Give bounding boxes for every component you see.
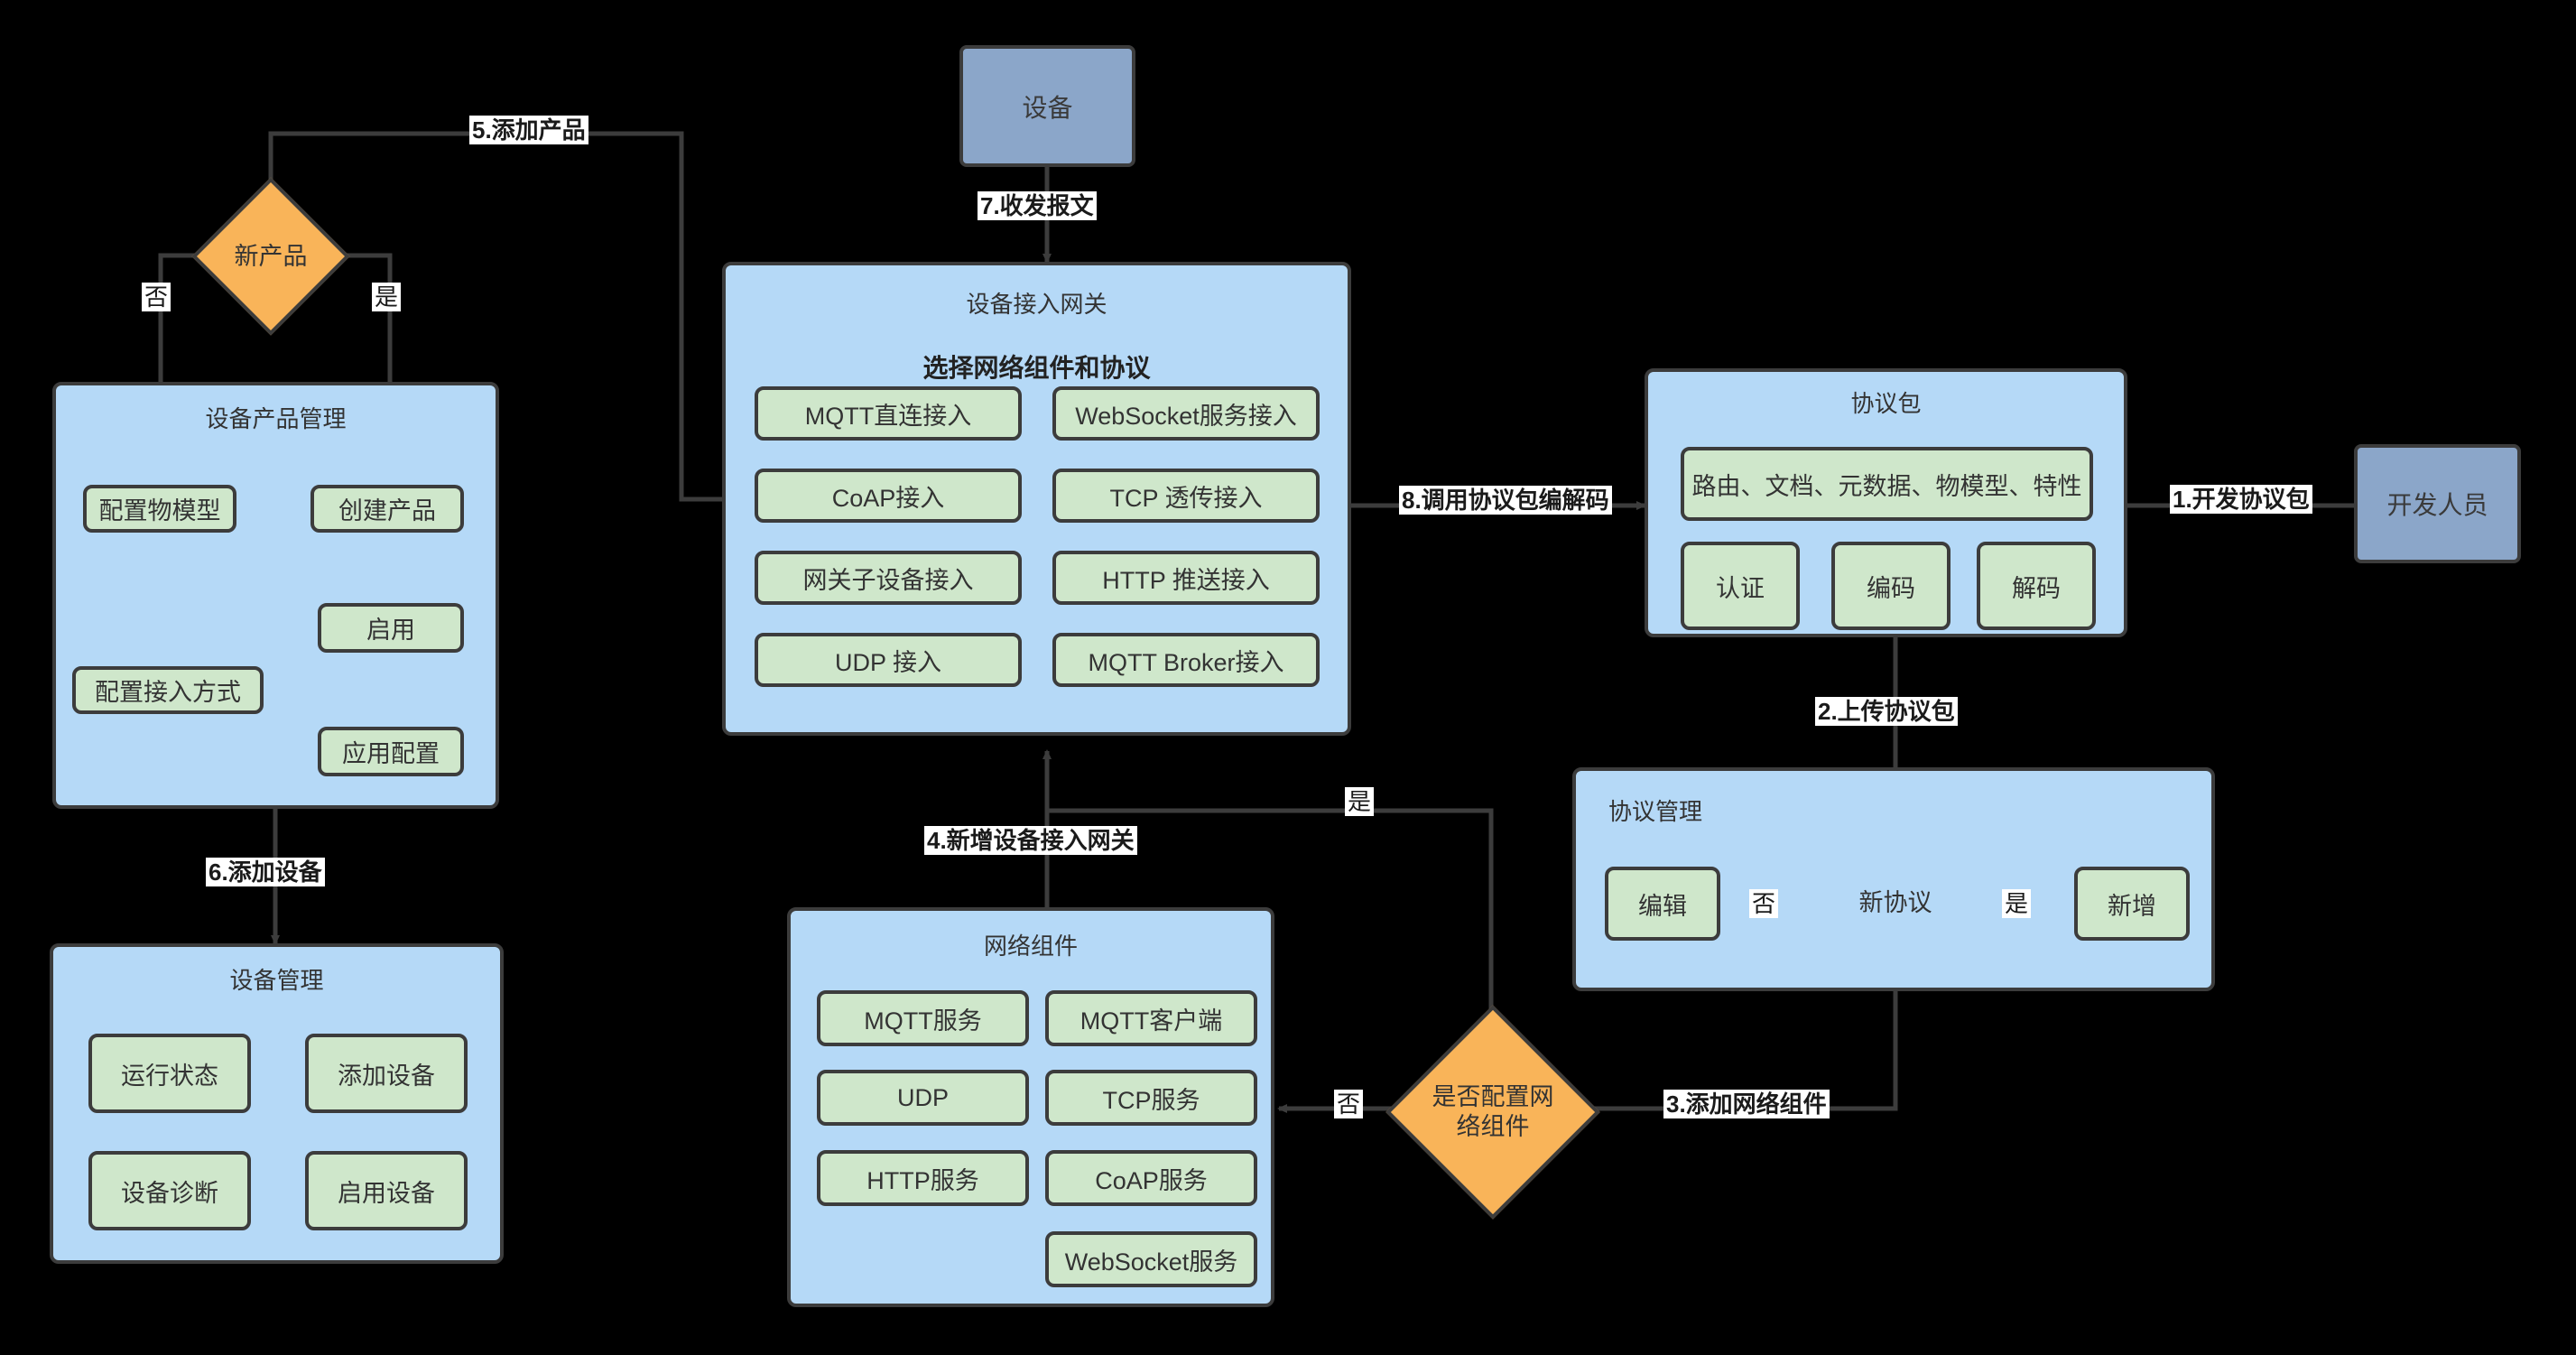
leaf-udp-access[interactable]: UDP 接入	[755, 633, 1022, 687]
decision-new-product-label: 新产品	[234, 242, 308, 270]
decision-new-protocol[interactable]: 新协议	[1816, 823, 1975, 982]
leaf-decode[interactable]: 解码	[1977, 542, 2096, 630]
leaf-mqtt-broker-access[interactable]: MQTT Broker接入	[1052, 633, 1320, 687]
leaf-create-product[interactable]: 创建产品	[310, 485, 464, 533]
group-title: 设备接入网关	[966, 291, 1107, 318]
leaf-udp[interactable]: UDP	[817, 1070, 1029, 1126]
leaf-add-protocol[interactable]: 新增	[2074, 867, 2190, 941]
edge-label-6: 6.添加设备	[206, 858, 325, 886]
decision-line-1: 是否配置网	[1432, 1083, 1554, 1110]
leaf-http-push-access[interactable]: HTTP 推送接入	[1052, 551, 1320, 605]
leaf-tcp-transparent-access[interactable]: TCP 透传接入	[1052, 469, 1320, 523]
decision-configure-network[interactable]: 是否配置网 络组件	[1385, 1005, 1600, 1220]
leaf-tcp-service[interactable]: TCP服务	[1045, 1070, 1257, 1126]
edge-label-5: 5.添加产品	[469, 116, 588, 144]
leaf-configure-thing-model[interactable]: 配置物模型	[83, 485, 236, 533]
leaf-websocket-service-access[interactable]: WebSocket服务接入	[1052, 386, 1320, 441]
edge-label-3: 3.添加网络组件	[1663, 1090, 1830, 1118]
leaf-websocket-service[interactable]: WebSocket服务	[1045, 1231, 1257, 1287]
actor-developer[interactable]: 开发人员	[2354, 444, 2521, 563]
leaf-mqtt-client[interactable]: MQTT客户端	[1045, 990, 1257, 1046]
leaf-add-device[interactable]: 添加设备	[305, 1034, 468, 1113]
leaf-http-service[interactable]: HTTP服务	[817, 1150, 1029, 1206]
leaf-enable-device[interactable]: 启用设备	[305, 1151, 468, 1230]
edge-label-4: 4.新增设备接入网关	[924, 826, 1137, 855]
leaf-mqtt-direct-access[interactable]: MQTT直连接入	[755, 386, 1022, 441]
edge-label-netcfg-yes: 是	[1345, 787, 1375, 816]
leaf-apply-config[interactable]: 应用配置	[318, 727, 464, 776]
group-title: 设备产品管理	[205, 405, 347, 432]
group-title: 协议管理	[1608, 798, 1703, 825]
actor-developer-label: 开发人员	[2386, 491, 2488, 519]
leaf-gateway-subdevice-access[interactable]: 网关子设备接入	[755, 551, 1022, 605]
edge-label-newprotocol-no: 否	[1749, 889, 1779, 918]
group-title: 协议包	[1850, 390, 1922, 417]
leaf-running-status[interactable]: 运行状态	[88, 1034, 251, 1113]
gateway-subheading: 选择网络组件和协议	[922, 354, 1151, 382]
leaf-encode[interactable]: 编码	[1831, 542, 1951, 630]
edge-label-newproduct-no: 否	[142, 283, 171, 311]
decision-new-product[interactable]: 新产品	[191, 177, 350, 336]
actor-device-label: 设备	[1022, 93, 1073, 122]
group-title: 设备管理	[229, 967, 324, 994]
edge-label-2: 2.上传协议包	[1815, 697, 1958, 726]
leaf-edit-protocol[interactable]: 编辑	[1605, 867, 1720, 941]
leaf-auth[interactable]: 认证	[1681, 542, 1800, 630]
actor-device[interactable]: 设备	[959, 45, 1135, 167]
decision-line-2: 络组件	[1456, 1113, 1530, 1140]
edge-label-newprotocol-yes: 是	[2002, 889, 2032, 918]
edge-label-8: 8.调用协议包编解码	[1399, 486, 1612, 515]
edge-label-newproduct-yes: 是	[372, 283, 402, 311]
leaf-configure-access-mode[interactable]: 配置接入方式	[72, 666, 264, 714]
leaf-enable[interactable]: 启用	[318, 603, 464, 653]
leaf-coap-access[interactable]: CoAP接入	[755, 469, 1022, 523]
edge-label-7: 7.收发报文	[978, 191, 1097, 220]
edge-label-netcfg-no: 否	[1334, 1090, 1364, 1118]
edge-label-1: 1.开发协议包	[2170, 485, 2312, 514]
group-title: 网络组件	[983, 933, 1078, 960]
leaf-device-diagnosis[interactable]: 设备诊断	[88, 1151, 251, 1230]
decision-configure-network-label: 是否配置网 络组件	[1432, 1082, 1554, 1142]
leaf-package-features[interactable]: 路由、文档、元数据、物模型、特性	[1681, 447, 2093, 521]
leaf-mqtt-service[interactable]: MQTT服务	[817, 990, 1029, 1046]
decision-new-protocol-label: 新协议	[1858, 888, 1932, 916]
leaf-coap-service[interactable]: CoAP服务	[1045, 1150, 1257, 1206]
